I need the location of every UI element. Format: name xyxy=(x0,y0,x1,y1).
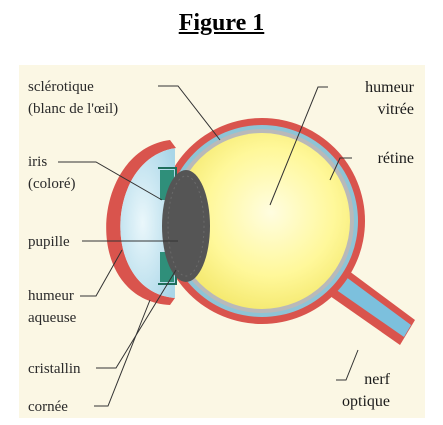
label-humeur-aqueuse-sub: aqueuse xyxy=(28,310,77,326)
label-sclerotique-sub: (blanc de l'œil) xyxy=(28,101,118,117)
lens xyxy=(162,170,210,282)
label-sclerotique: sclérotique xyxy=(28,79,94,95)
label-humeur-vitree: humeur xyxy=(365,79,415,96)
label-iris-sub: (coloré) xyxy=(28,176,75,192)
label-cristallin: cristallin xyxy=(28,361,81,377)
label-nerf: nerf xyxy=(364,371,390,388)
label-iris: iris xyxy=(28,154,47,170)
label-nerf-sub: optique xyxy=(342,393,390,410)
label-pupille: pupille xyxy=(28,234,70,250)
label-cornee: cornée xyxy=(28,399,68,415)
label-humeur-aqueuse: humeur xyxy=(28,288,74,304)
label-retine: rétine xyxy=(378,150,414,167)
label-humeur-vitree-sub: vitrée xyxy=(378,101,414,118)
